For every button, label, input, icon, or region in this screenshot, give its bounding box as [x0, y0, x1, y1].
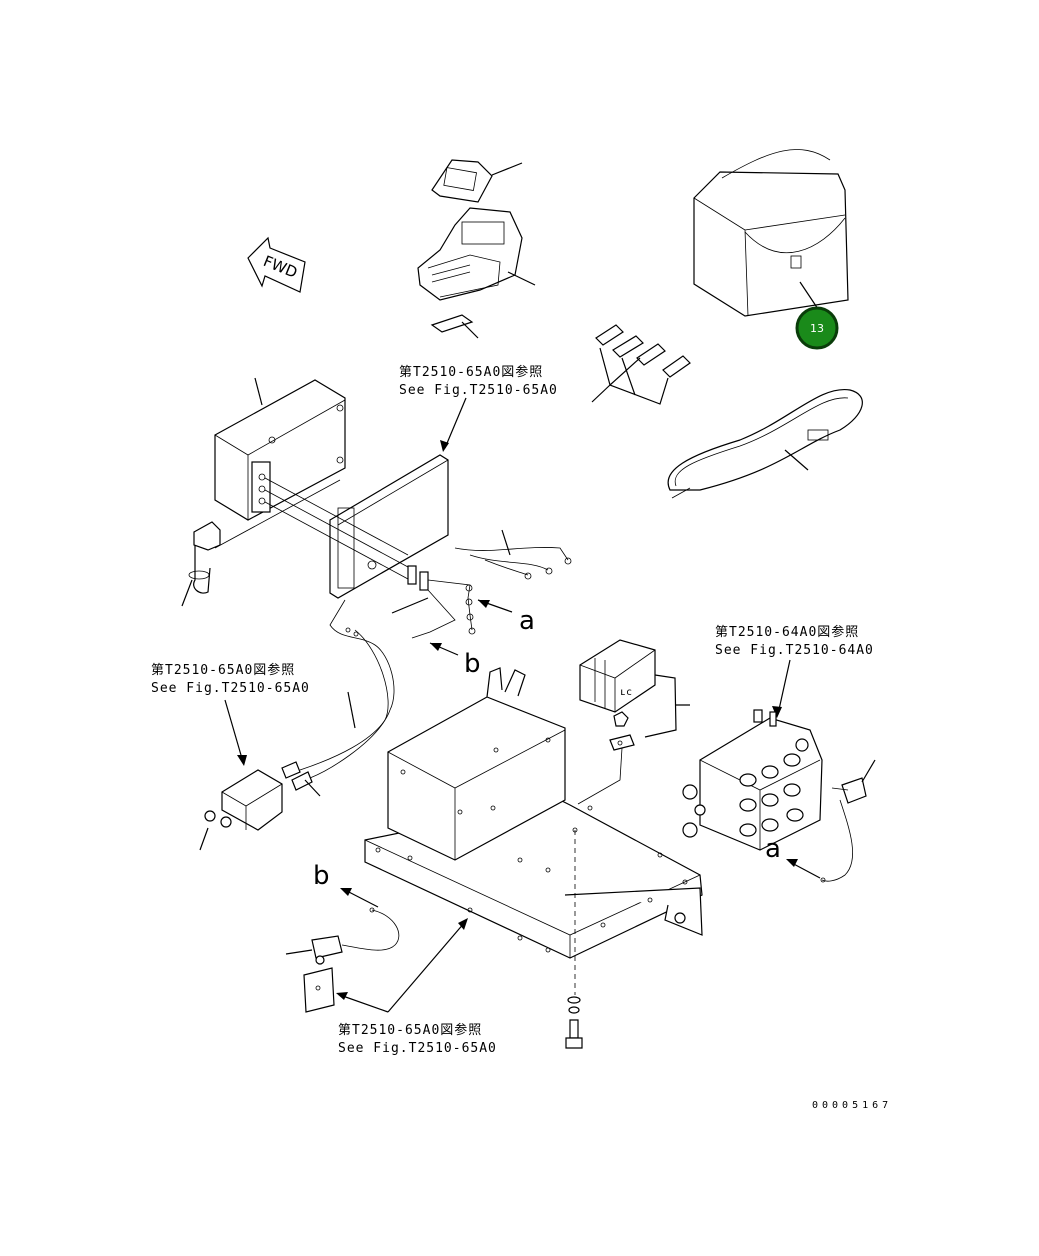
ref-top-en: See Fig.T2510-65A0	[399, 383, 558, 398]
fwd-arrow: FWD	[247, 236, 306, 293]
belt	[667, 388, 863, 499]
monitor-controller	[417, 207, 536, 339]
ref-top-leader	[444, 397, 467, 449]
label-a-upper: a	[519, 606, 535, 636]
tool-bag	[693, 149, 849, 317]
pressure-sensor	[285, 888, 400, 1013]
mounting-bracket	[214, 454, 449, 599]
ref-top-jp: 第T2510-65A0図参照	[399, 364, 543, 380]
ref-left-jp: 第T2510-65A0図参照	[151, 662, 295, 678]
item-badge[interactable]: 13	[795, 306, 839, 350]
label-a-lower: a	[765, 834, 781, 864]
relay-marking: ʟc	[620, 687, 632, 698]
ref-left-en: See Fig.T2510-65A0	[151, 681, 310, 696]
controller-box	[214, 377, 346, 521]
badge-number: 13	[810, 322, 824, 335]
harness-clip	[181, 521, 221, 607]
harness-connectors	[391, 529, 572, 656]
sensor-cable-left	[199, 599, 395, 851]
monitor-display	[431, 159, 523, 203]
label-b-lower: b	[313, 861, 330, 891]
ref-right-leader	[777, 659, 791, 715]
ref-right-jp: 第T2510-64A0図参照	[715, 624, 859, 640]
ref-right-en: See Fig.T2510-64A0	[715, 643, 874, 658]
relay-block: ʟc	[577, 639, 690, 805]
label-b-upper: b	[464, 649, 481, 679]
ref-bottom-jp: 第T2510-65A0図参照	[338, 1022, 482, 1038]
control-valve	[682, 709, 876, 883]
pin-set	[591, 324, 691, 405]
ref-bottom-leader	[387, 921, 466, 1013]
document-number: 00005167	[812, 1100, 892, 1111]
base-plate-assembly	[364, 667, 703, 1049]
ref-left-leader	[224, 699, 244, 763]
ref-bottom-en: See Fig.T2510-65A0	[338, 1041, 497, 1056]
